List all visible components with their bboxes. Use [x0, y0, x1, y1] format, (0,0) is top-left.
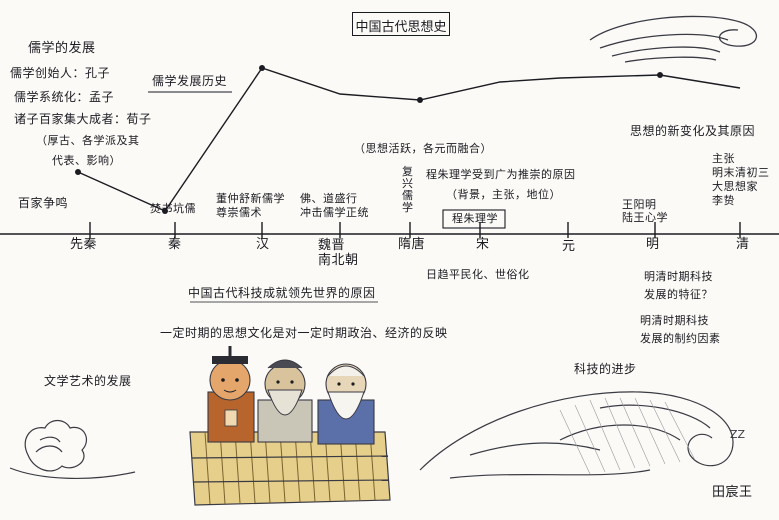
cloud-left-icon: [9, 419, 136, 479]
emperor-figure-icon: [207, 346, 255, 443]
note-new-change: 思想的新变化及其原因: [630, 124, 756, 138]
note-qin: 焚书坑儒: [150, 202, 196, 215]
dynasty-yuan: 元: [562, 239, 576, 254]
note-sixiang: （思想活跃，各元而融合）: [354, 142, 492, 155]
note-song-box: 程朱理学: [452, 212, 498, 225]
confucian-line-system: 儒学系统化：孟子: [14, 90, 115, 104]
confucian-line-founder: 儒学创始人：孔子: [10, 66, 111, 80]
note-tech-lead: 中国古代科技成就领先世界的原因: [188, 286, 376, 300]
label-tech: 科技的进步: [574, 362, 637, 376]
timeline-ticks: [89, 222, 741, 238]
note-han: 董仲舒新儒学 尊崇儒术: [216, 192, 285, 219]
note-ming-q1: 明清时期科技 发展的特征？: [644, 270, 713, 301]
note-qing: 主张 明末清初三 大思想家 李贽: [712, 152, 770, 207]
sage-figure-icon: [257, 359, 313, 443]
cloud-swirl-top-icon: [589, 15, 758, 63]
label-art: 文学艺术的发展: [44, 374, 132, 388]
dynasty-xianqin: 先秦: [70, 237, 98, 252]
note-weijin: 佛、道盛行 冲击儒学正统: [300, 192, 369, 219]
confucian-line-master: 诸子百家集大成者：荀子: [14, 112, 152, 126]
dynasty-suitang: 隋唐: [398, 237, 426, 252]
page-title: 中国古代思想史: [355, 20, 447, 35]
svg-text:ZZ: ZZ: [730, 428, 746, 441]
history-label: 儒学发展历史: [152, 74, 228, 88]
curve-points: [75, 65, 663, 214]
page-title-box: 中国古代思想史: [352, 12, 450, 36]
note-ming-lu: 王阳明 陆王心学: [622, 198, 668, 224]
note-culture: 一定时期的思想文化是对一定时期政治、经济的反映: [160, 326, 448, 340]
dynasty-weijin: 魏晋 南北朝: [318, 238, 359, 268]
note-song-top: 程朱理学受到广为推崇的原因: [426, 168, 576, 181]
cloud-right-hatch: [559, 397, 696, 475]
confucian-heading: 儒学的发展: [28, 41, 96, 56]
cloud-right-icon: [419, 391, 734, 479]
note-ming-q2: 明清时期科技 发展的制约因素: [640, 314, 721, 345]
confucian-line-paren: （厚古、各学派及其: [36, 134, 140, 147]
dynasty-song: 宋: [476, 237, 490, 252]
dynasty-qing: 清: [736, 237, 750, 252]
dynasty-ming: 明: [646, 237, 660, 252]
dynasty-han: 汉: [256, 237, 270, 252]
note-song-below: 日趋平民化、世俗化: [426, 268, 530, 281]
signature: 田宸王: [712, 485, 753, 500]
confucian-line-paren2: 代表、影响）: [52, 154, 121, 167]
note-song-paren: （背景，主张，地位）: [446, 188, 561, 201]
note-baijia: 百家争鸣: [18, 196, 69, 210]
elder-figure-icon: [317, 363, 375, 445]
note-suitang: 复 兴 儒 学: [402, 165, 414, 214]
dynasty-qin: 秦: [168, 237, 182, 252]
